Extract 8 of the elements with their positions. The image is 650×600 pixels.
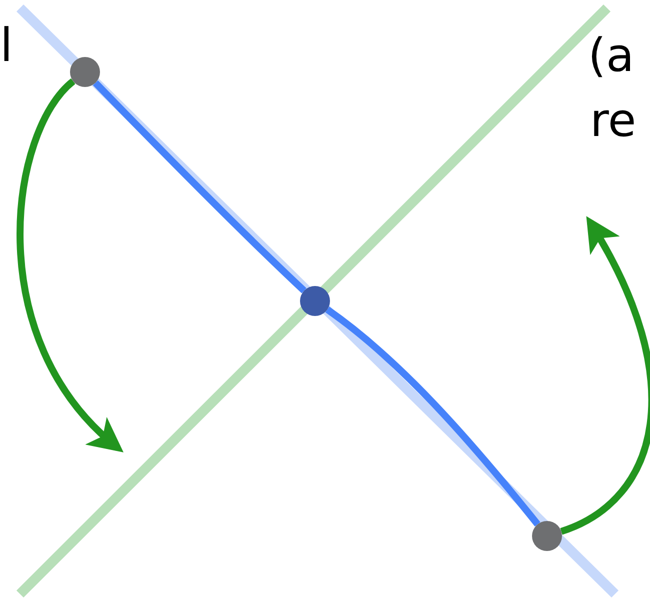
curved-arrow	[16, 78, 124, 453]
text-fragment: l	[0, 22, 13, 68]
text-fragment: re	[590, 97, 636, 143]
point-dot	[532, 521, 562, 551]
curve	[325, 306, 540, 526]
text-fragment: (a	[588, 32, 634, 78]
curved-arrow	[560, 216, 650, 535]
curve	[92, 80, 306, 294]
